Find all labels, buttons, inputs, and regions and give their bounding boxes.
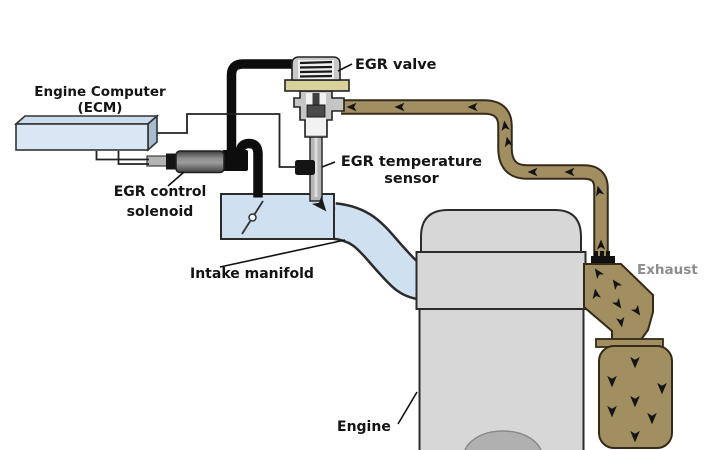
solenoid-label-line2: solenoid (126, 204, 194, 220)
egr-temperature-sensor-label: EGR temperature sensor (334, 154, 489, 188)
solenoid-body (175, 150, 225, 174)
temp-sensor-callout-line (321, 161, 336, 168)
valve-stem (312, 93, 320, 108)
engine-label: Engine (337, 419, 391, 435)
ecm-box (13, 114, 160, 152)
solenoid-collar (166, 153, 177, 170)
egr-control-solenoid-label: EGR control solenoid (98, 182, 222, 222)
solenoid-callout-line (167, 171, 185, 187)
callout-lines (167, 63, 418, 425)
temp-sensor-label-line1: EGR temperature (340, 154, 483, 170)
egr-valve (284, 56, 350, 216)
engine-head-band (415, 251, 587, 310)
ecm-front-face (15, 123, 149, 151)
exhaust-system (583, 251, 673, 449)
egr-valve-callout-line (337, 63, 353, 72)
engine-lower-block (418, 308, 585, 450)
valve-piston (306, 104, 326, 118)
solenoid-label-line1: EGR control (113, 184, 207, 200)
vacuum-hoses (222, 59, 292, 198)
egr-exhaust-pipe (341, 99, 609, 262)
valve-flange (284, 79, 350, 92)
engine-valve-cover (420, 209, 582, 254)
valve-spring-coils (299, 60, 333, 78)
intake-manifold-callout-line (219, 239, 346, 268)
ecm-label: Engine Computer (ECM) (18, 84, 182, 116)
catalytic-converter (598, 345, 673, 449)
engine-block (415, 209, 587, 450)
ecm-label-line2: (ECM) (77, 100, 123, 116)
wire-ecm-to-temp-sensor (157, 113, 297, 168)
egr-temperature-sensor (295, 160, 315, 175)
temp-sensor-label-line2: sensor (384, 171, 439, 187)
intake-manifold-label: Intake manifold (190, 266, 314, 282)
ecm-top-face (13, 115, 160, 125)
wire-ecm-to-solenoid-2 (117, 151, 149, 165)
exhaust-label: Exhaust (637, 262, 698, 278)
pipe-clamp (591, 251, 615, 263)
solenoid-nipple (146, 155, 169, 167)
intake-duct (331, 202, 427, 301)
wiring (95, 113, 297, 168)
ecm-label-line1: Engine Computer (34, 84, 166, 100)
engine-oval (464, 430, 542, 450)
engine-callout-line (397, 391, 418, 425)
egr-control-solenoid (146, 150, 225, 174)
egr-valve-label: EGR valve (355, 57, 437, 73)
intake-manifold-box (220, 193, 335, 240)
vacuum-hose-valve-to-solenoid (226, 59, 292, 157)
throttle-valve-icon (241, 200, 264, 235)
wire-ecm-to-solenoid-1 (95, 151, 149, 161)
hose-junction (222, 150, 248, 171)
